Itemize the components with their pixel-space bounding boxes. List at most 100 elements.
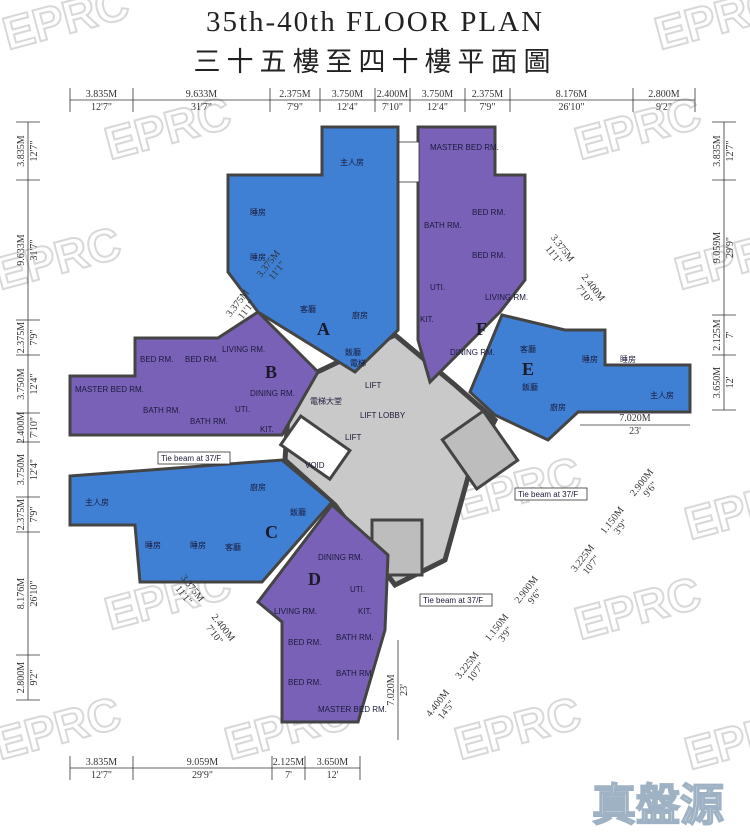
tie-beam-note: Tie beam at 37/F — [518, 490, 578, 499]
dimension-label: 29'9" — [725, 237, 736, 258]
room-label: BED RM. — [140, 355, 173, 364]
plan-title-chinese: 三十五樓至四十樓平面圖 — [193, 47, 557, 77]
dimension-label: 2.400M — [16, 412, 27, 444]
unit-label-b: B — [265, 362, 277, 382]
room-label: 飯廳 — [290, 507, 306, 517]
tie-beam-note: Tie beam at 37/F — [423, 596, 483, 605]
dimension-label: 12'4" — [29, 374, 40, 395]
room-label: 客廳 — [225, 542, 241, 552]
lobby-label-zh: 電梯大堂 — [310, 396, 342, 406]
room-label: DINING RM. — [250, 389, 295, 398]
dimension-label: 9.633M — [186, 89, 218, 100]
unit-c — [68, 458, 335, 584]
watermark: EPRC — [649, 0, 750, 60]
dimension-label: 2.800M — [16, 662, 27, 694]
dimension-label: 2.125M — [273, 757, 305, 768]
dimension-label: 26'10" — [559, 102, 585, 113]
room-label: BED RM. — [288, 678, 321, 687]
room-label: 睡房 — [250, 207, 266, 217]
dimension-label: 2.125M — [712, 319, 723, 351]
void-area — [278, 413, 352, 482]
dimension-label: 7'9" — [29, 507, 40, 523]
room-label: BATH RM. — [190, 417, 228, 426]
room-label: DINING RM. — [318, 553, 363, 562]
dimension-label: 3.750M — [16, 454, 27, 486]
unit-e — [468, 313, 692, 442]
dimension-label: 9.633M — [16, 234, 27, 266]
dimension-label: 12' — [327, 770, 339, 781]
room-label: 主人房 — [85, 497, 109, 507]
watermark: EPRC — [669, 216, 750, 299]
watermark: EPRC — [679, 696, 750, 779]
room-label: 飯廳 — [345, 347, 361, 357]
unit-b — [68, 310, 320, 437]
unit-label-d: D — [308, 569, 321, 589]
watermark: EPRC — [449, 686, 586, 769]
dimension-label: 29'9" — [192, 770, 213, 781]
dimension-label: 12'7" — [91, 102, 112, 113]
staircase — [440, 408, 520, 492]
watermark: EPRC — [0, 0, 134, 60]
dimension-label: 7.020M — [619, 413, 651, 424]
brand-logo: 真盤源 — [592, 780, 724, 831]
room-label: 睡房 — [250, 252, 266, 262]
watermark: EPRC — [679, 466, 750, 549]
room-label: 廚房 — [550, 402, 566, 412]
dimension-label: 2.375M — [16, 322, 27, 354]
dimension-label: 7'9" — [29, 330, 40, 346]
room-label: 客廳 — [520, 344, 536, 354]
lift-label-zh: 電梯 — [350, 358, 366, 368]
room-label: 睡房 — [190, 540, 206, 550]
unit-f — [416, 125, 527, 385]
room-label: 睡房 — [620, 354, 636, 364]
dimension-label: 12'4" — [427, 102, 448, 113]
dimension-label: 23' — [629, 426, 641, 437]
room-label: KIT. — [358, 607, 372, 616]
plan-title: 35th-40th FLOOR PLAN — [205, 6, 545, 38]
dimension-label: 2.375M — [279, 89, 311, 100]
dimension-label: 23' — [399, 684, 410, 696]
dimension-label: 12'7" — [725, 141, 736, 162]
dimension-label: 3.835M — [712, 135, 723, 167]
room-label: MASTER BED RM. — [430, 143, 499, 152]
dimension-label: 9.059M — [187, 757, 219, 768]
dimension-label: 3.750M — [422, 89, 454, 100]
dimension-label: 2.800M — [648, 89, 680, 100]
room-label: LIVING RM. — [485, 293, 528, 302]
room-label: 廚房 — [352, 310, 368, 320]
dimension-label: 31'7" — [191, 102, 212, 113]
unit-label-c: C — [265, 522, 278, 542]
room-label: KIT. — [420, 315, 434, 324]
lift-label: LIFT — [365, 381, 382, 390]
room-label: LIVING RM. — [274, 607, 317, 616]
unit-label-f: F — [476, 319, 487, 339]
room-label: BED RM. — [472, 208, 505, 217]
room-labels: 主人房 睡房 睡房 客廳 飯廳 廚房 MASTER BED RM. BED RM… — [75, 143, 674, 714]
dimension-label: 7'10" — [29, 417, 40, 438]
room-label: 主人房 — [650, 390, 674, 400]
dimension-label: 7' — [725, 331, 736, 338]
room-label: BATH RM. — [336, 669, 374, 678]
lift-label: LIFT — [345, 433, 362, 442]
room-label: 主人房 — [340, 157, 364, 167]
dimension-label: 3.835M — [86, 757, 118, 768]
dimension-label: 7' — [285, 770, 292, 781]
dimension-label: 12'7" — [29, 141, 40, 162]
dimension-label: 7'9" — [480, 102, 496, 113]
dimension-label: 26'10" — [29, 581, 40, 607]
room-label: BED RM. — [472, 251, 505, 260]
dimension-label: 8.176M — [556, 89, 588, 100]
unit-label-e: E — [522, 359, 534, 379]
dimension-label: 7'9" — [287, 102, 303, 113]
room-label: UTI. — [235, 405, 250, 414]
dimension-label: 9.059M — [712, 232, 723, 264]
dimension-label: 12' — [725, 376, 736, 388]
dimension-label: 2.400M — [377, 89, 409, 100]
unit-label-a: A — [317, 319, 330, 339]
dimension-label: 2.375M — [472, 89, 504, 100]
lift-lobby-label: LIFT LOBBY — [360, 411, 406, 420]
room-label: BED RM. — [185, 355, 218, 364]
watermark: EPRC — [569, 566, 706, 649]
room-label: KIT. — [260, 425, 274, 434]
